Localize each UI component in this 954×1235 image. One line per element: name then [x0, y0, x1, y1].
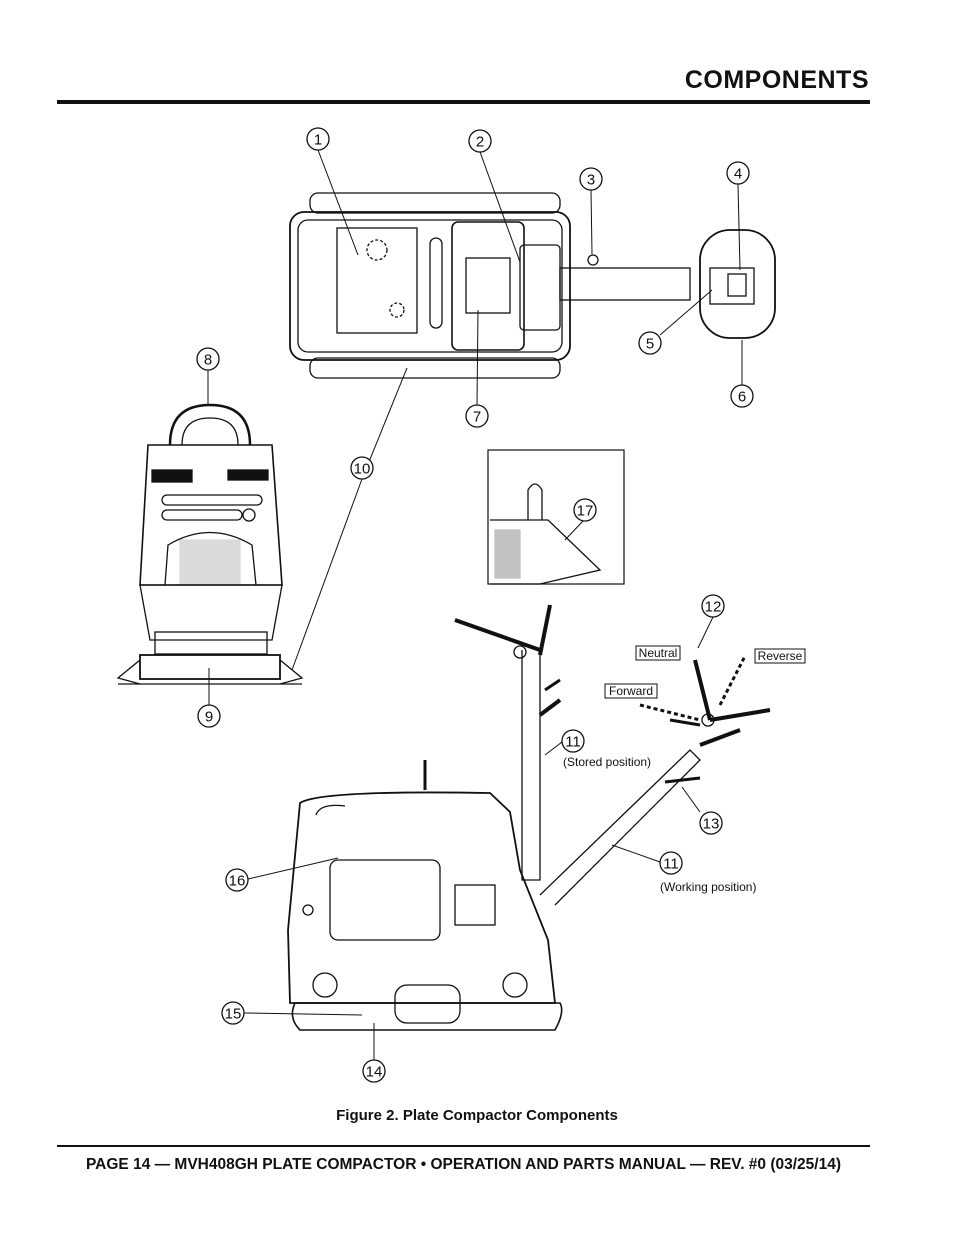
- callout-11-working-label: 11: [663, 856, 679, 873]
- page-footer: PAGE 14 — MVH408GH PLATE COMPACTOR • OPE…: [85, 1156, 842, 1173]
- callout-12-label: 12: [705, 599, 722, 616]
- callout-10-label: 10: [354, 461, 371, 478]
- page-title: COMPONENTS: [684, 66, 869, 94]
- detail-inset: [487, 449, 625, 585]
- callout-17-label: 17: [577, 503, 594, 520]
- callout-11-stored: 11: [561, 729, 585, 753]
- callout-5: 5: [638, 331, 662, 355]
- callout-11-working: 11: [659, 851, 683, 875]
- callout-9: 9: [197, 704, 221, 728]
- callout-3: 3: [579, 167, 603, 191]
- callout-7: 7: [465, 404, 489, 428]
- callout-4-label: 4: [734, 166, 742, 183]
- label-stored-position: (Stored position): [563, 755, 651, 769]
- callout-17: 17: [573, 498, 597, 522]
- callout-16: 16: [225, 868, 249, 892]
- callout-2-label: 2: [476, 134, 484, 151]
- callout-14: 14: [362, 1059, 386, 1083]
- front-view-drawing: [116, 403, 304, 685]
- callout-5-label: 5: [646, 336, 654, 353]
- label-reverse: Reverse: [758, 649, 803, 663]
- callout-11-stored-label: 11: [565, 734, 581, 751]
- callout-8: 8: [196, 347, 220, 371]
- side-view-drawing: [287, 604, 771, 1031]
- figure-caption: Figure 2. Plate Compactor Components: [336, 1107, 618, 1124]
- callout-13: 13: [699, 811, 723, 835]
- callout-15: 15: [221, 1001, 245, 1025]
- callout-13-label: 13: [703, 816, 720, 833]
- callout-15-label: 15: [225, 1006, 242, 1023]
- callouts: 1 2 3 4 5 6 7 8 9 10 11 11 12 13 14 15 1…: [196, 127, 754, 1083]
- callout-6: 6: [730, 384, 754, 408]
- callout-12: 12: [701, 594, 725, 618]
- callout-4: 4: [726, 161, 750, 185]
- callout-10: 10: [350, 456, 374, 480]
- footer-rule: [57, 1145, 870, 1147]
- top-view-drawing: [289, 192, 776, 379]
- header-rule: [57, 100, 870, 104]
- callout-3-label: 3: [587, 172, 595, 189]
- callout-9-label: 9: [205, 709, 213, 726]
- callout-7-label: 7: [473, 409, 481, 426]
- label-working-position: (Working position): [660, 880, 756, 894]
- position-labels: Neutral Reverse Forward (Stored position…: [563, 645, 806, 894]
- callout-16-label: 16: [229, 873, 246, 890]
- callout-14-label: 14: [366, 1064, 383, 1081]
- callout-1-label: 1: [314, 132, 322, 149]
- callout-2: 2: [468, 129, 492, 153]
- leader-lines: [207, 149, 743, 1060]
- label-neutral: Neutral: [639, 646, 678, 660]
- callout-1: 1: [306, 127, 330, 151]
- callout-8-label: 8: [204, 352, 212, 369]
- label-forward: Forward: [609, 684, 653, 698]
- callout-6-label: 6: [738, 389, 746, 406]
